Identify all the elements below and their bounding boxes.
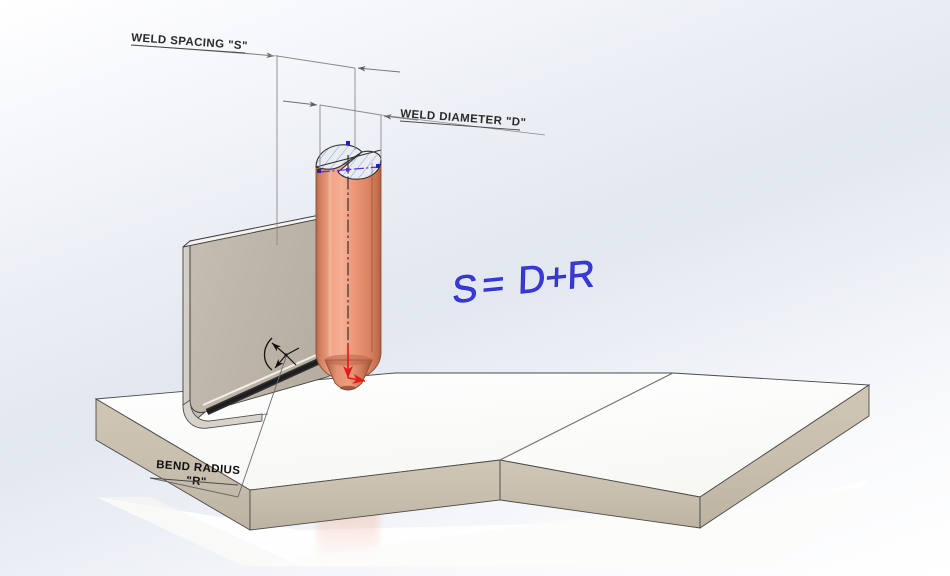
formula-equals: = [482,262,505,307]
formula-annotation: S = D+R [451,252,596,313]
copper-weld-electrode [315,141,382,391]
blue-diameter-dimension [317,141,380,173]
annotation-weld-spacing: WELD SPACING "S" [131,32,248,54]
base-plate-right [498,372,871,529]
annotation-weld-diameter: WELD DIAMETER "D" [400,108,527,131]
formula-s: S [452,266,478,312]
red-origin-arrow [343,345,366,384]
bend-radius-arc-marker [263,337,300,371]
formula-d-plus-r: D+R [518,252,596,303]
